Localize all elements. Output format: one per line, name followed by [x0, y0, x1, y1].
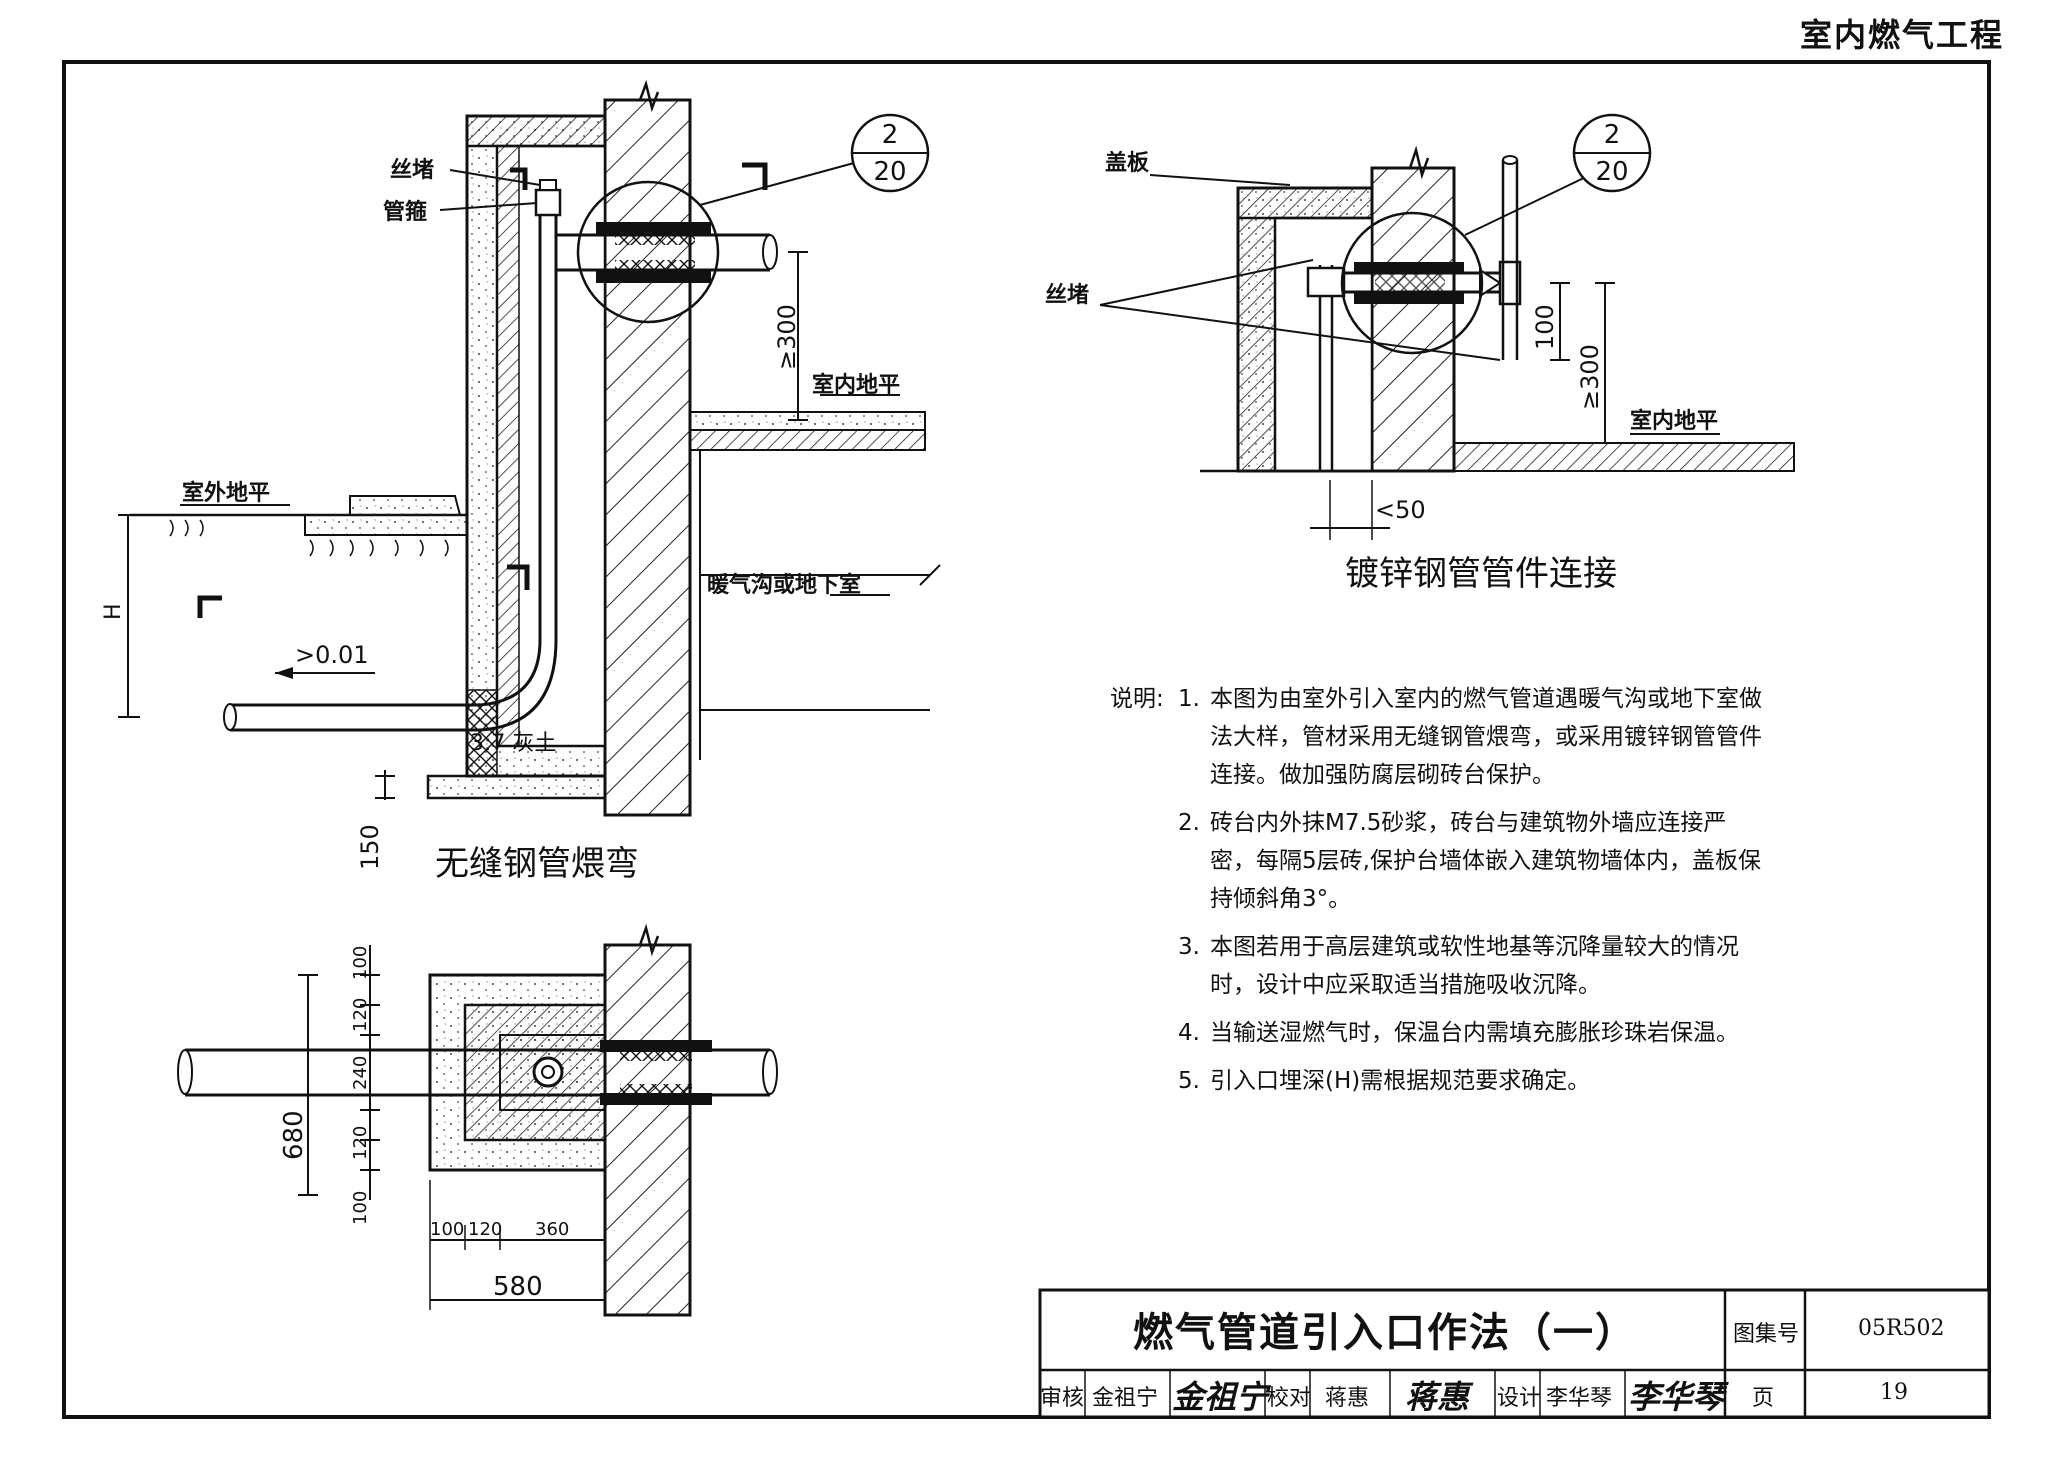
reviewer-name: 金祖宁: [1092, 1386, 1159, 1411]
dim-plan-v3: 240: [350, 1056, 371, 1090]
dim-150: 150: [356, 824, 384, 870]
label-indoor-ground-left: 室内地平: [812, 372, 900, 398]
dim-300-left: ≥300: [773, 304, 801, 370]
label-slope: >0.01: [295, 641, 369, 669]
note-item: 1.本图为由室外引入室内的燃气管道遇暖气沟或地下室做法大样，管材采用无缝钢管煨弯…: [1178, 686, 1762, 788]
label-indoor-ground-right: 室内地平: [1630, 408, 1718, 434]
plan-view-drawing: [177, 923, 778, 1317]
label-outdoor-ground: 室外地平: [182, 480, 270, 506]
detail-ref-right-top: 2: [1604, 120, 1621, 150]
checker-signature: 蒋惠: [1405, 1378, 1470, 1416]
check-label: 校对: [1267, 1386, 1312, 1411]
label-lime-soil: 3:7 灰土: [470, 731, 556, 756]
caption-left: 无缝钢管煨弯: [435, 844, 639, 884]
detail-ref-left-bottom: 20: [873, 157, 906, 187]
dim-plan-h1: 100: [430, 1219, 464, 1240]
note-item: 4.当输送湿燃气时，保温台内需填充膨胀珍珠岩保温。: [1178, 1020, 1739, 1046]
page-number: 19: [1880, 1380, 1908, 1405]
label-plug-left: 丝堵: [390, 157, 434, 183]
review-label: 审核: [1040, 1386, 1085, 1411]
title-block-frame: [1038, 1288, 1991, 1419]
dim-plan-v4: 120: [350, 1126, 371, 1160]
atlas-label: 图集号: [1733, 1322, 1800, 1347]
label-trench: 暖气沟或地下室: [707, 572, 861, 598]
notes-label: 说明:: [1110, 686, 1164, 712]
dim-plan-h2: 120: [468, 1219, 502, 1240]
label-cover: 盖板: [1105, 150, 1150, 176]
label-plug-right: 丝堵: [1045, 282, 1089, 308]
designer-signature: 李华琴: [1628, 1378, 1725, 1416]
reviewer-signature: 金祖宁: [1172, 1378, 1269, 1416]
dim-plan-total-v: 680: [279, 1110, 309, 1160]
design-label: 设计: [1497, 1386, 1542, 1411]
caption-right: 镀锌钢管管件连接: [1345, 554, 1617, 594]
note-item: 5.引入口埋深(H)需根据规范要求确定。: [1178, 1068, 1591, 1094]
notes-block: 说明: 1.本图为由室外引入室内的燃气管道遇暖气沟或地下室做法大样，管材采用无缝…: [1110, 680, 1770, 1110]
left-section-drawing: [118, 79, 941, 817]
dim-plan-total-h: 580: [493, 1272, 543, 1302]
atlas-number: 05R502: [1858, 1316, 1945, 1341]
dim-plan-v2: 120: [350, 998, 371, 1032]
dim-plan-v1: 100: [350, 946, 371, 980]
sheet-border: [62, 60, 1991, 1419]
right-section-drawing: [1099, 113, 1795, 540]
dim-50-right: <50: [1375, 496, 1426, 524]
drawing-title: 燃气管道引入口作法（一）: [1133, 1310, 1637, 1356]
dim-plan-v5: 100: [350, 1191, 371, 1225]
note-item: 3.本图若用于高层建筑或软性地基等沉降量较大的情况时，设计中应采取适当措施吸收沉…: [1178, 934, 1739, 998]
detail-ref-right-bottom: 20: [1595, 157, 1628, 187]
checker-name: 蒋惠: [1325, 1386, 1370, 1411]
label-depth-h: H: [101, 603, 126, 620]
detail-ref-left-top: 2: [882, 120, 899, 150]
note-item: 2.砖台内外抹M7.5砂浆，砖台与建筑物外墙应连接严密，每隔5层砖,保护台墙体嵌…: [1178, 810, 1761, 912]
label-clamp: 管箍: [383, 199, 427, 225]
page-label: 页: [1752, 1386, 1775, 1411]
designer-name: 李华琴: [1546, 1386, 1613, 1411]
dim-100-right: 100: [1531, 304, 1559, 350]
dim-300-right: ≥300: [1576, 344, 1604, 410]
dim-plan-h3: 360: [535, 1219, 569, 1240]
category-header: 室内燃气工程: [1799, 16, 2004, 54]
